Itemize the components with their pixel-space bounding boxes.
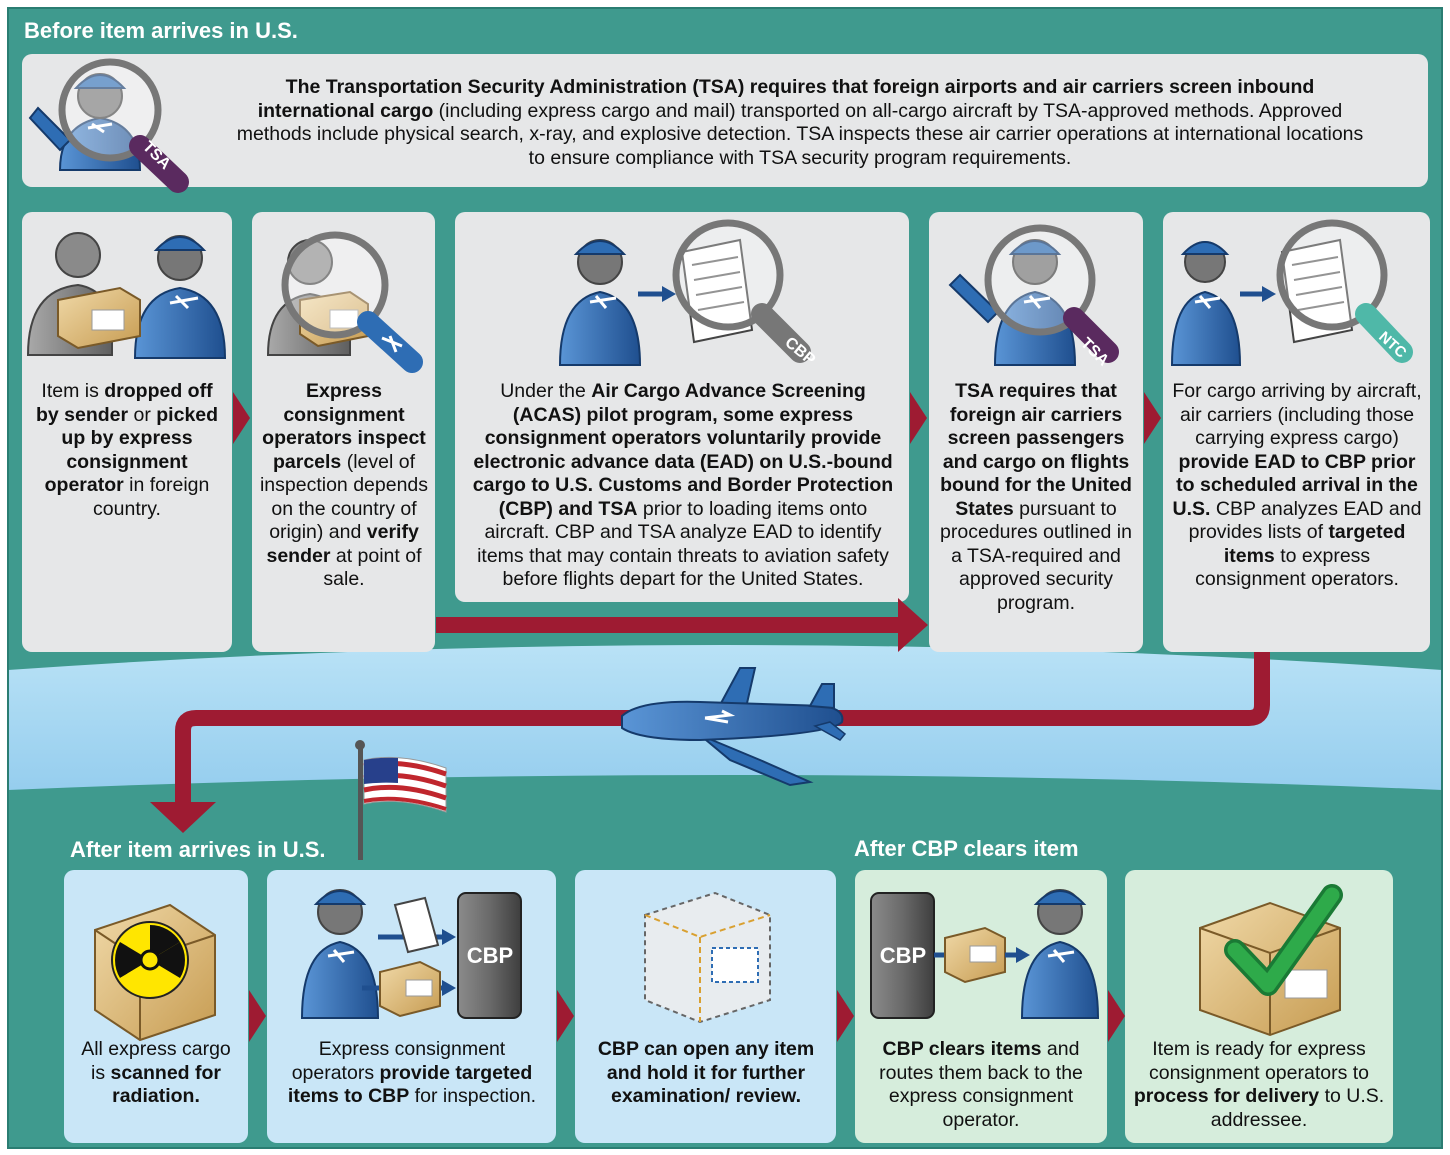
text-run: CBP can open any item and hold it for fu… xyxy=(597,1038,815,1107)
text-run: Air Cargo Advance Screening (ACAS) pilot… xyxy=(472,380,894,520)
section-title-after: After item arrives in U.S. xyxy=(70,837,326,862)
text-run: Under the xyxy=(500,380,592,402)
before-step-5-text: For cargo arriving by aircraft, air carr… xyxy=(1172,380,1422,592)
before-step-1-panel xyxy=(22,212,232,652)
open-package-icon xyxy=(644,891,771,1024)
text-run: to express consignment operators. xyxy=(1195,544,1399,591)
before-step-1-text: Item is dropped off by sender or picked … xyxy=(30,380,224,521)
text-run: All express cargo is xyxy=(81,1038,231,1084)
package-icon xyxy=(944,926,1006,984)
before-step-3-panel xyxy=(455,212,909,602)
tsa-intro-panel xyxy=(22,54,1428,187)
radiation-package-icon xyxy=(94,903,216,1042)
magnifier-icon xyxy=(281,231,423,373)
text-run: at point of sale. xyxy=(323,544,422,591)
section-title-after-cbp: After CBP clears item xyxy=(854,836,1079,861)
text-run: CBP clears items xyxy=(882,1038,1042,1060)
text-run: pursuant to procedures outlined in a TSA… xyxy=(940,497,1132,614)
cbp-label: CBP xyxy=(467,943,513,968)
text-run: and routes them back to the express cons… xyxy=(879,1038,1083,1131)
flow-arrow-3 xyxy=(910,392,927,444)
text-run: Express consignment operators xyxy=(291,1038,506,1084)
carrier-person-icon xyxy=(1170,241,1242,366)
text-run: or xyxy=(128,403,157,426)
text-run: Item is ready for express consignment op… xyxy=(1148,1038,1370,1084)
magnifier-icon xyxy=(58,58,189,193)
after-arrow-1 xyxy=(249,990,266,1042)
courier-person-icon xyxy=(133,235,227,359)
package-icon xyxy=(379,960,441,1018)
text-run: provide EAD to CBP prior to scheduled ar… xyxy=(1172,450,1418,520)
magnifier-icon xyxy=(984,224,1119,363)
before-step-4-text: TSA requires that foreign air carriers s… xyxy=(935,380,1137,615)
package-icon xyxy=(57,286,141,350)
text-run: in foreign country. xyxy=(93,474,210,520)
after-arrow-4 xyxy=(1108,990,1125,1042)
cbp-label: CBP xyxy=(880,943,926,968)
magnifier-icon xyxy=(672,219,811,363)
text-run: to U.S. addressee. xyxy=(1210,1085,1385,1131)
flow-arrow-4 xyxy=(1144,392,1161,444)
text-run: dropped off by sender xyxy=(35,380,213,426)
route-arrow-head xyxy=(150,802,216,833)
text-run: prior to loading items onto aircraft. CB… xyxy=(477,497,889,591)
operator-person-icon xyxy=(558,239,642,366)
section-title-before: Before item arrives in U.S. xyxy=(24,18,298,43)
text-run: (including express cargo and mail) trans… xyxy=(236,99,1364,169)
text-run: CBP analyzes EAD and provides lists of xyxy=(1188,497,1422,544)
cbp-building-icon: CBP xyxy=(870,892,935,1019)
text-run: picked up by express consignment operato… xyxy=(44,403,219,497)
operator-person-icon xyxy=(300,889,380,1019)
text-run: scanned for radiation. xyxy=(110,1061,222,1108)
before-step-2-text: Express consignment operators inspect pa… xyxy=(258,380,430,592)
cbp-building-icon: CBP xyxy=(457,892,522,1019)
text-run: For cargo arriving by aircraft, air carr… xyxy=(1172,380,1422,449)
airplane-icon xyxy=(621,667,847,787)
courier-person-icon xyxy=(1020,889,1100,1019)
text-run: The Transportation Security Administrati… xyxy=(257,76,1315,122)
magnifier-icon xyxy=(1276,219,1413,363)
after-arrow-3 xyxy=(837,990,854,1042)
after-step-5-text: Item is ready for express consignment op… xyxy=(1133,1038,1385,1132)
text-run: Item is xyxy=(41,380,105,402)
text-run: Express consignment operators inspect pa… xyxy=(262,380,426,473)
list-document-icon xyxy=(393,896,440,954)
text-run: TSA requires that foreign air carriers s… xyxy=(940,380,1132,520)
flow-arrow-1 xyxy=(233,392,250,444)
text-run: (level of inspection depends on the coun… xyxy=(259,450,429,544)
after-step-2-text: Express consignment operators provide ta… xyxy=(278,1038,546,1109)
after-step-4-text: CBP clears items and routes them back to… xyxy=(862,1038,1100,1132)
text-run: process for delivery xyxy=(1133,1085,1320,1107)
text-run: verify sender xyxy=(266,521,419,567)
tsa-intro-text: The Transportation Security Administrati… xyxy=(230,76,1370,170)
cbp-tag: CBP xyxy=(781,334,818,369)
after-arrow-2 xyxy=(557,990,574,1042)
text-run: for inspection. xyxy=(409,1085,537,1107)
after-step-1-text: All express cargo is scanned for radiati… xyxy=(72,1038,240,1109)
after-step-3-text: CBP can open any item and hold it for fu… xyxy=(590,1038,822,1109)
text-run: provide targeted items to CBP xyxy=(287,1061,533,1108)
us-flag-icon xyxy=(355,740,447,860)
before-step-3-text: Under the Air Cargo Advance Screening (A… xyxy=(464,380,902,592)
text-run: targeted items xyxy=(1223,521,1406,567)
